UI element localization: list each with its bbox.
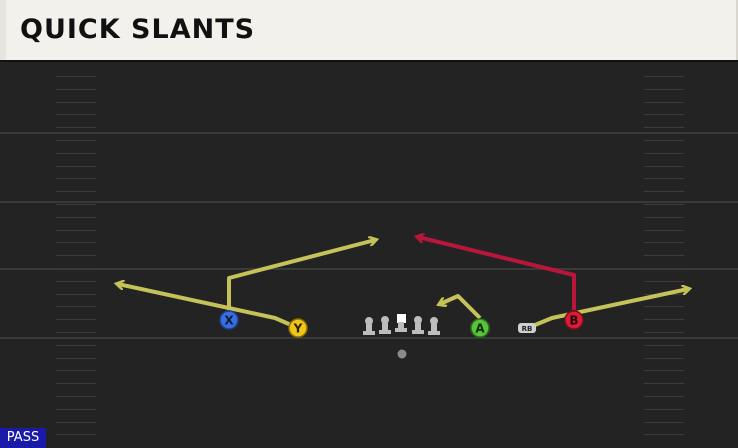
play-title: QUICK SLANTS <box>20 14 256 45</box>
receiver-b[interactable]: B <box>564 310 584 330</box>
hash-mark <box>56 358 96 359</box>
receiver-y[interactable]: Y <box>288 318 308 338</box>
hash-mark <box>56 255 96 256</box>
play-type-badge: PASS <box>0 428 46 448</box>
receiver-b-label: B <box>569 314 578 328</box>
running-back-label: RB <box>522 325 533 333</box>
hash-mark <box>56 204 96 205</box>
lineman-icon <box>379 316 391 334</box>
hash-mark <box>56 153 96 154</box>
hash-mark <box>56 294 96 295</box>
hash-mark <box>56 306 96 307</box>
hash-mark <box>56 89 96 90</box>
hash-mark <box>644 345 684 346</box>
hash-mark <box>56 281 96 282</box>
running-back[interactable]: RB <box>518 323 536 333</box>
hash-mark <box>644 191 684 192</box>
route-y <box>118 284 299 330</box>
hash-mark <box>644 383 684 384</box>
lineman-icon <box>428 317 440 335</box>
hash-mark <box>56 217 96 218</box>
hash-mark <box>644 230 684 231</box>
hash-mark <box>644 127 684 128</box>
hash-mark <box>644 281 684 282</box>
hash-mark <box>56 319 96 320</box>
hash-mark <box>644 102 684 103</box>
hash-mark <box>644 306 684 307</box>
hash-mark <box>644 332 684 333</box>
center-icon <box>395 314 407 332</box>
hash-mark <box>56 345 96 346</box>
hash-mark <box>56 127 96 128</box>
hash-mark <box>644 370 684 371</box>
hash-mark <box>56 140 96 141</box>
hash-mark <box>56 178 96 179</box>
hash-mark <box>644 358 684 359</box>
hash-mark <box>644 255 684 256</box>
hash-mark <box>644 319 684 320</box>
route-b <box>418 237 576 310</box>
hash-mark <box>56 191 96 192</box>
receiver-a[interactable]: A <box>470 318 490 338</box>
title-accent <box>0 0 6 60</box>
route-rb <box>529 289 688 329</box>
hash-mark <box>644 422 684 423</box>
hash-mark <box>56 76 96 77</box>
play-title-bar: QUICK SLANTS <box>0 0 738 60</box>
hash-mark <box>56 409 96 410</box>
route-x <box>227 240 375 310</box>
hash-mark <box>56 396 96 397</box>
hash-mark <box>644 268 684 269</box>
hash-mark <box>644 178 684 179</box>
route-a <box>440 294 482 320</box>
receiver-a-label: A <box>475 322 485 336</box>
hash-mark <box>56 268 96 269</box>
hash-mark <box>644 434 684 435</box>
quarterback-icon <box>397 349 407 359</box>
yard-line <box>0 337 738 339</box>
hash-mark <box>644 89 684 90</box>
yard-line <box>0 132 738 134</box>
hash-mark <box>56 332 96 333</box>
lineman-icon <box>363 317 375 335</box>
lineman-icon <box>412 316 424 334</box>
hash-mark <box>644 409 684 410</box>
hash-mark <box>644 217 684 218</box>
hash-mark <box>644 242 684 243</box>
yard-line <box>0 268 738 270</box>
hash-mark <box>56 114 96 115</box>
hash-mark <box>56 370 96 371</box>
receiver-x[interactable]: X <box>219 310 239 330</box>
hash-mark <box>56 422 96 423</box>
hash-mark <box>644 153 684 154</box>
hash-mark <box>56 166 96 167</box>
hash-mark <box>56 230 96 231</box>
hash-mark <box>644 114 684 115</box>
hash-mark <box>56 102 96 103</box>
hash-mark <box>644 76 684 77</box>
offensive-line <box>363 314 440 335</box>
hash-mark <box>644 204 684 205</box>
receiver-y-label: Y <box>293 322 303 336</box>
hash-mark <box>644 396 684 397</box>
yard-line <box>0 201 738 203</box>
hash-mark <box>56 383 96 384</box>
receiver-x-label: X <box>224 314 234 328</box>
hash-mark <box>644 140 684 141</box>
hash-mark <box>644 166 684 167</box>
hash-mark <box>56 242 96 243</box>
hash-mark <box>56 434 96 435</box>
